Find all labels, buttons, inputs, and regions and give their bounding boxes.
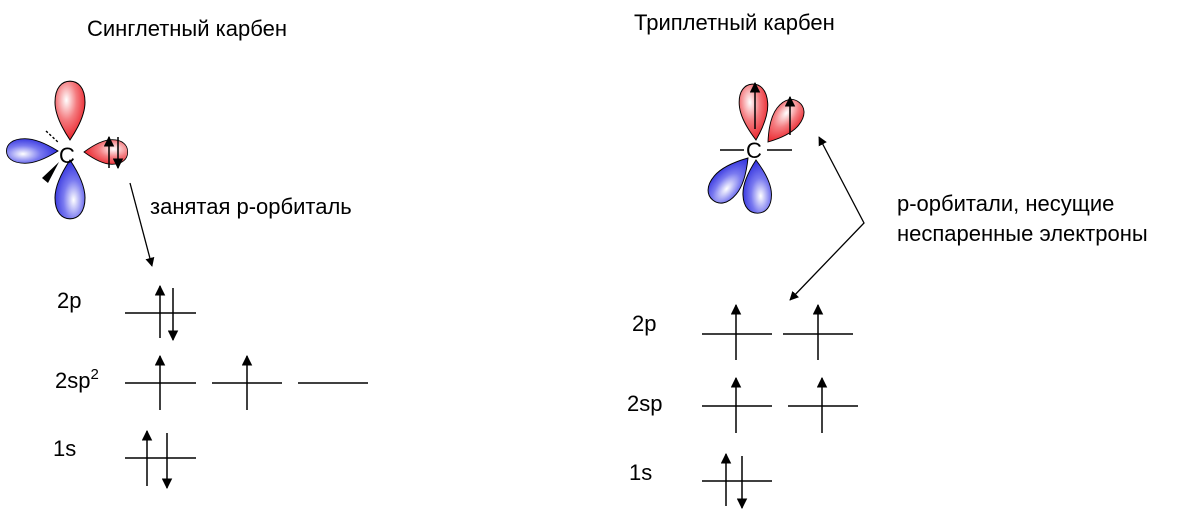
singlet-lobe-top xyxy=(54,80,86,141)
triplet-annotation-line1: p-орбитали, несущие xyxy=(897,191,1114,216)
singlet-lobe-right xyxy=(83,139,129,165)
singlet-title: Синглетный карбен xyxy=(87,16,287,41)
triplet-panel: Триплетный карбен C p-орбитали, несущие … xyxy=(627,10,1148,509)
singlet-annotation: занятая p-орбиталь xyxy=(150,194,352,219)
singlet-dashed-bond xyxy=(45,130,60,144)
singlet-lobe-left xyxy=(6,138,59,164)
triplet-level-label-2p: 2p xyxy=(632,311,656,336)
triplet-pointer-arrow xyxy=(789,136,865,301)
singlet-level-label-1s: 1s xyxy=(53,436,76,461)
singlet-level-label-2sp2: 2sp2 xyxy=(55,366,99,393)
triplet-annotation-line2: неспаренные электроны xyxy=(897,221,1148,246)
singlet-wedge-bond xyxy=(42,162,59,183)
triplet-carbon-atom: C xyxy=(746,138,762,163)
triplet-title: Триплетный карбен xyxy=(634,10,835,35)
triplet-lobe-upper-left xyxy=(737,82,771,142)
singlet-carbon-atom: C xyxy=(59,143,75,168)
singlet-level-label-2p: 2p xyxy=(57,288,81,313)
singlet-panel: Синглетный карбен C занятая p-орбиталь 2… xyxy=(6,16,368,490)
singlet-lobe-bottom xyxy=(54,159,86,220)
triplet-level-label-2sp: 2sp xyxy=(627,391,662,416)
singlet-pointer-arrow xyxy=(129,182,155,267)
triplet-level-label-1s: 1s xyxy=(629,460,652,485)
